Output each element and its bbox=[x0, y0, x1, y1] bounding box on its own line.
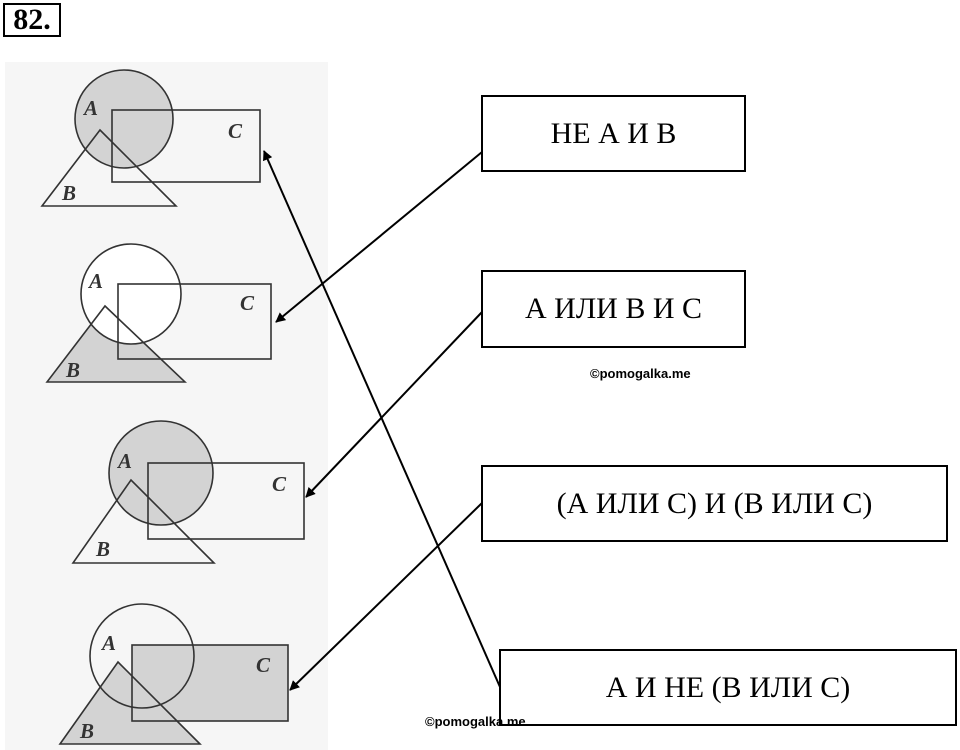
diagram-2: A C B bbox=[45, 243, 272, 383]
arrow-expr4-to-diagram1 bbox=[263, 150, 501, 688]
diagram-3-rect-c bbox=[147, 462, 305, 540]
diagram-2-label-c: C bbox=[240, 291, 255, 315]
expression-box-3: (А ИЛИ С) И (В ИЛИ С) bbox=[481, 465, 948, 542]
diagram-1-circle-a bbox=[75, 70, 173, 168]
problem-number: 82. bbox=[3, 3, 61, 37]
diagram-3-label-a: A bbox=[116, 449, 132, 473]
arrow-expr3-to-diagram4 bbox=[289, 502, 483, 691]
diagram-panel bbox=[5, 62, 328, 750]
expression-box-2: А ИЛИ В И С bbox=[481, 270, 746, 348]
diagram-4-label-b: B bbox=[79, 719, 94, 743]
diagram-1-label-a: A bbox=[82, 96, 98, 120]
diagram-1-label-c: C bbox=[228, 119, 243, 143]
arrow-expr2-to-diagram3 bbox=[305, 311, 483, 498]
arrow-expr1-to-diagram2 bbox=[275, 151, 483, 323]
watermark-2: ©pomogalka.me bbox=[425, 714, 526, 729]
diagram-3-circle-a bbox=[108, 420, 214, 526]
diagram-3-label-b: B bbox=[95, 537, 110, 561]
diagram-1-triangle-b bbox=[40, 128, 178, 207]
expression-box-4: А И НЕ (В ИЛИ С) bbox=[499, 649, 957, 726]
expression-box-1: НЕ А И В bbox=[481, 95, 746, 172]
diagram-3: A C B bbox=[71, 420, 305, 564]
diagram-4-label-c: C bbox=[256, 653, 271, 677]
diagram-1-rect-c bbox=[111, 109, 261, 183]
diagram-4-label-a: A bbox=[100, 631, 116, 655]
diagram-1: A C B bbox=[40, 69, 261, 207]
diagram-3-circle-fill bbox=[109, 421, 213, 525]
diagram-2-label-b: B bbox=[65, 358, 80, 382]
watermark-1: ©pomogalka.me bbox=[590, 366, 691, 381]
diagram-2-circle-a bbox=[80, 243, 182, 345]
diagram-4-circle-a bbox=[89, 603, 195, 709]
diagram-1-label-b: B bbox=[61, 181, 76, 205]
diagram-2-triangle-fill bbox=[47, 306, 185, 382]
diagram-3-triangle-b bbox=[71, 478, 216, 564]
diagram-4-rect-c bbox=[131, 644, 289, 722]
diagram-3-label-c: C bbox=[272, 472, 287, 496]
connector-arrows bbox=[263, 150, 501, 691]
diagram-4-triangle-fill bbox=[60, 662, 200, 744]
diagram-2-rect-c bbox=[117, 283, 272, 360]
diagram-2-label-a: A bbox=[87, 269, 103, 293]
diagram-2-triangle-b bbox=[45, 304, 188, 383]
diagram-4: A C B bbox=[58, 603, 289, 745]
diagram-4-triangle-b bbox=[58, 660, 202, 745]
